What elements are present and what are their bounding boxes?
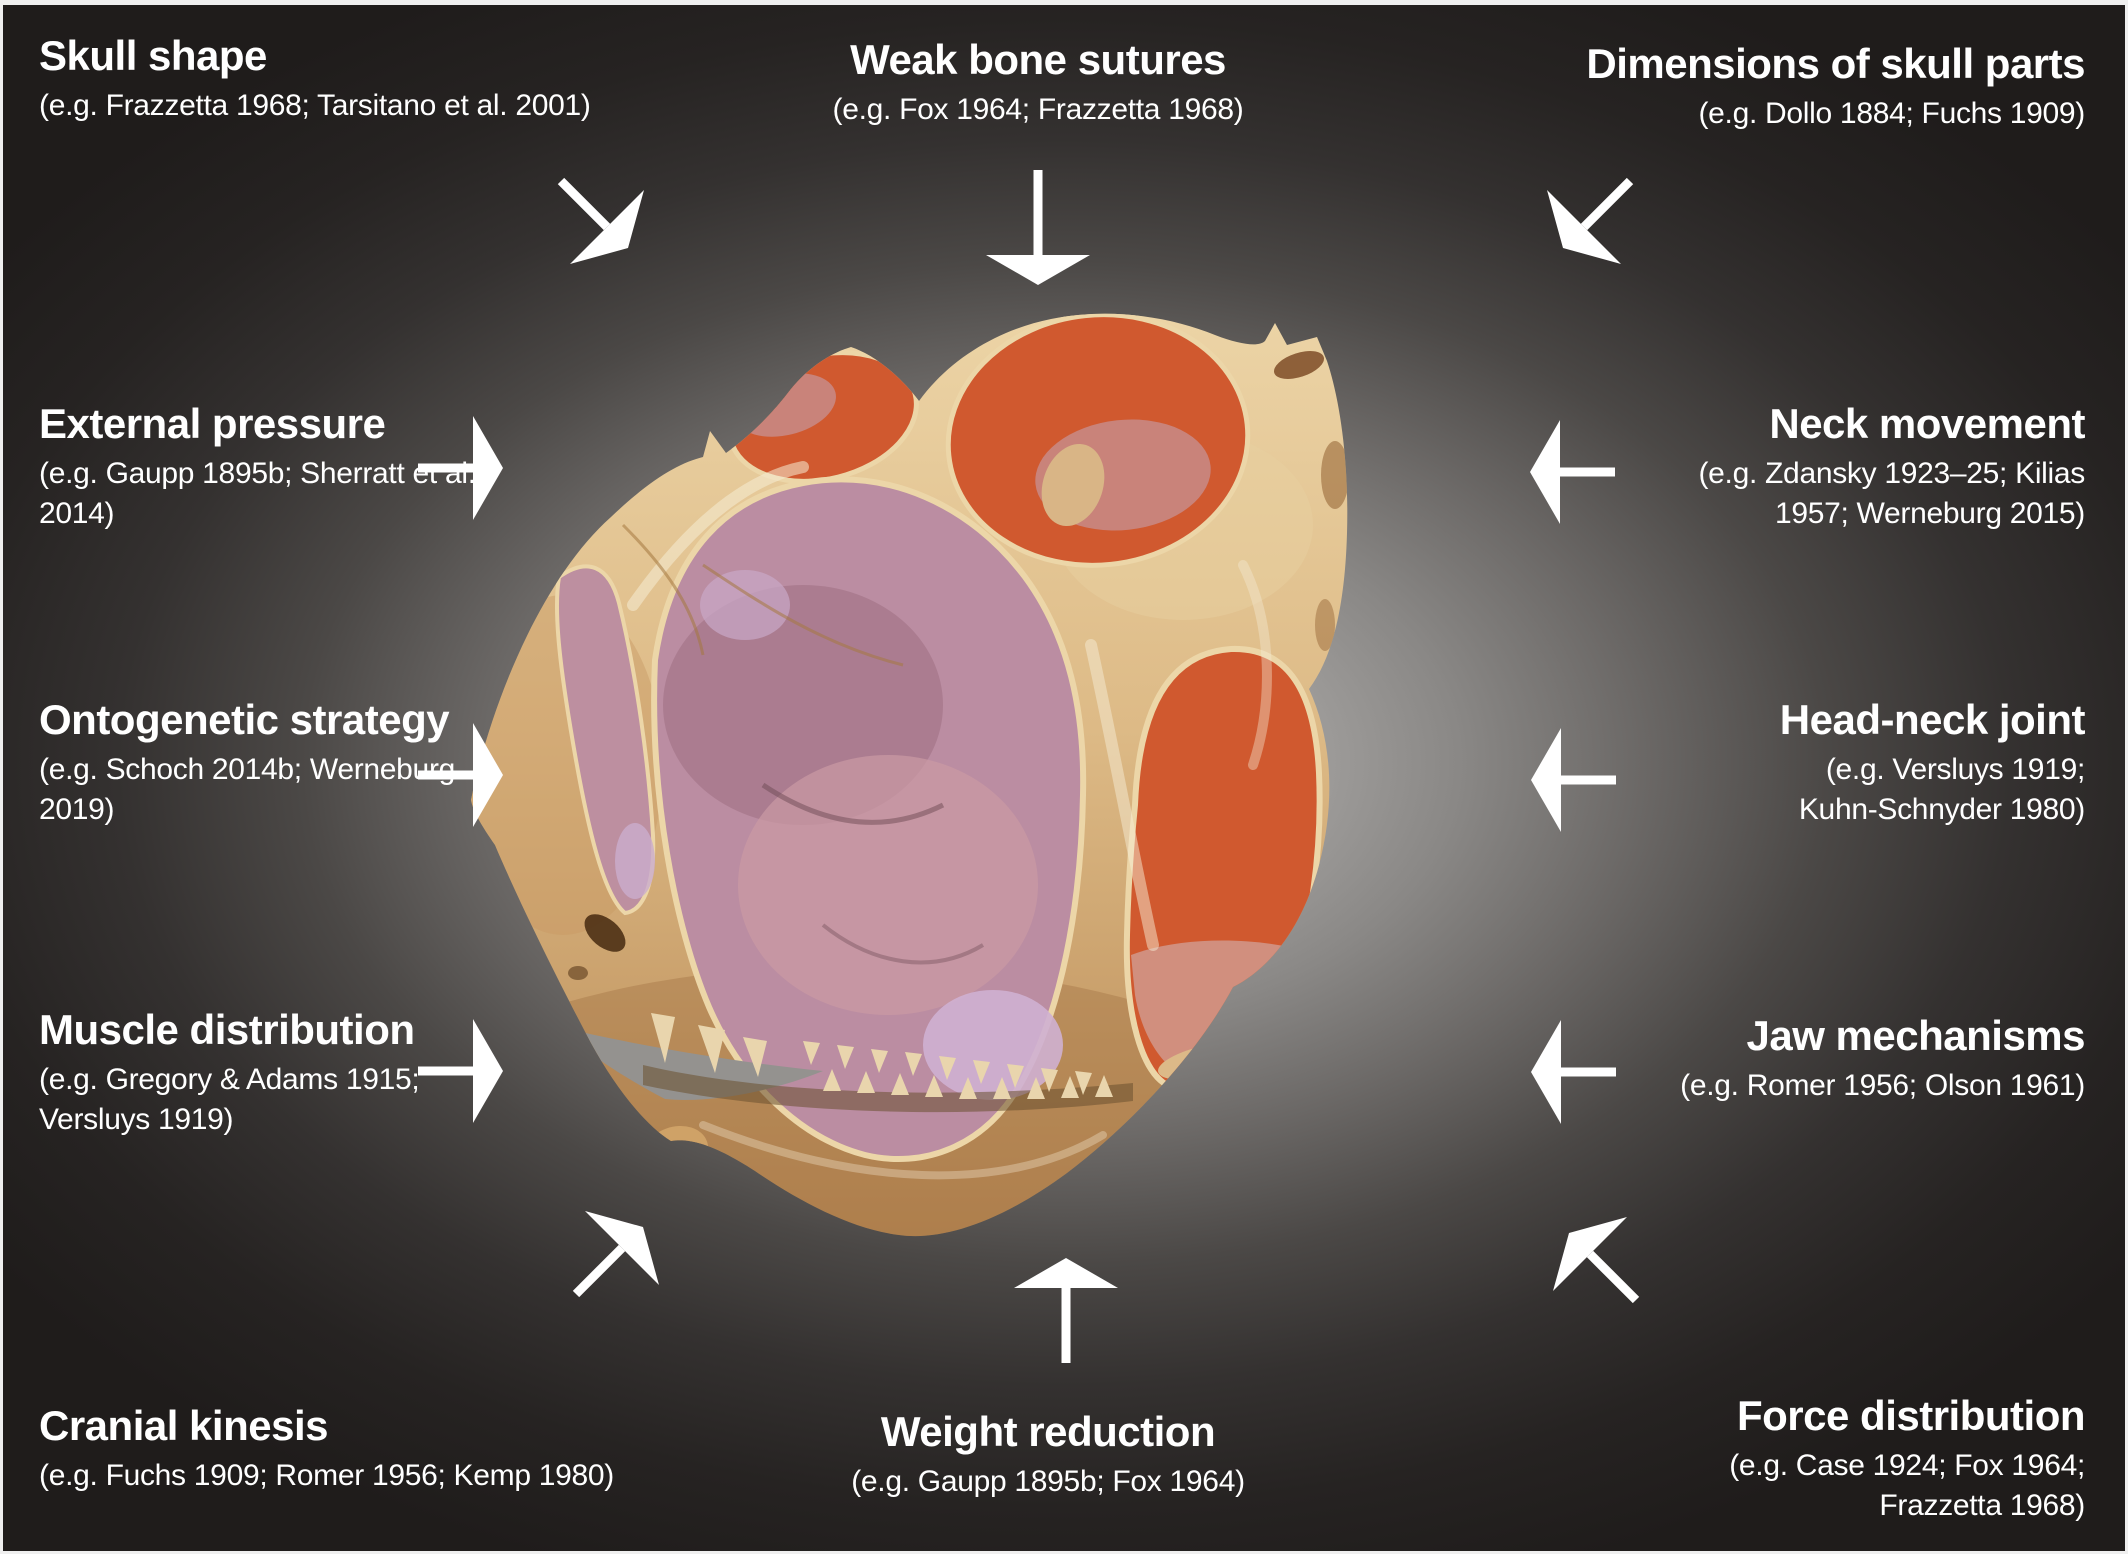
label-citation: (e.g. Schoch 2014b; Werneburg 2019): [39, 750, 455, 830]
skull-cranium: [471, 313, 1348, 1237]
label-weight-reduction: Weight reduction (e.g. Gaupp 1895b; Fox …: [851, 1407, 1245, 1502]
nostril-spot: [568, 966, 588, 980]
citation-line: (e.g. Zdansky 1923–25; Kilias: [1698, 457, 2085, 490]
label-title: Cranial kinesis: [39, 1402, 328, 1449]
label-force-distribution: Force distribution (e.g. Case 1924; Fox …: [1729, 1391, 2085, 1526]
arrow-jaw-mechanisms: [1531, 1020, 1616, 1124]
snout-shading: [471, 595, 663, 935]
back-patch: [1321, 441, 1348, 509]
citation-line: 1957; Werneburg 2015): [1774, 497, 2085, 530]
label-citation: (e.g. Frazzetta 1968; Tarsitano et al. 2…: [39, 86, 591, 126]
label-external-pressure: External pressure (e.g. Gaupp 1895b; She…: [39, 399, 476, 534]
citation-line: (e.g. Versluys 1919;: [1825, 753, 2085, 786]
citation-line: 2014): [39, 497, 115, 530]
occiput-patch: [1273, 351, 1325, 379]
dome-light: [1053, 430, 1313, 620]
upper-temporal-fenestra-left: [727, 350, 919, 484]
label-title: Weak bone sutures: [850, 36, 1226, 83]
label-neck-movement: Neck movement (e.g. Zdansky 1923–25; Kil…: [1698, 399, 2085, 534]
teeth: [651, 1013, 1113, 1099]
label-skull-shape: Skull shape (e.g. Frazzetta 1968; Tarsit…: [39, 31, 591, 126]
citation-line: (e.g. Fox 1964; Frazzetta 1968): [832, 93, 1244, 126]
label-dimensions-of-skull-parts: Dimensions of skull parts (e.g. Dollo 18…: [1586, 39, 2085, 134]
label-citation: (e.g. Case 1924; Fox 1964; Frazzetta 196…: [1729, 1446, 2085, 1526]
label-title: Neck movement: [1769, 400, 2085, 447]
label-title: Skull shape: [39, 32, 267, 79]
arrow-cranial-kinesis: [572, 1211, 659, 1298]
orbit: [651, 476, 1087, 1163]
arrow-weight-reduction: [1014, 1258, 1118, 1363]
citation-line: (e.g. Case 1924; Fox 1964;: [1729, 1449, 2085, 1482]
label-muscle-distribution: Muscle distribution (e.g. Gregory & Adam…: [39, 1005, 420, 1140]
citation-line: Frazzetta 1968): [1879, 1489, 2085, 1522]
citation-line: (e.g. Gaupp 1895b; Sherratt et al.: [39, 457, 476, 490]
label-head-neck-joint: Head-neck joint (e.g. Versluys 1919; Kuh…: [1779, 695, 2086, 830]
jaw-dark-spot: [635, 1181, 675, 1205]
label-citation: (e.g. Gregory & Adams 1915; Versluys 191…: [39, 1060, 420, 1140]
citation-line: (e.g. Romer 1956; Olson 1961): [1680, 1069, 2085, 1102]
bone-highlights: [627, 461, 1272, 1180]
label-weak-bone-sutures: Weak bone sutures (e.g. Fox 1964; Frazze…: [833, 35, 1244, 130]
citation-line: Versluys 1919): [39, 1103, 234, 1136]
lateral-temporal-fenestra: [1123, 645, 1323, 1094]
label-title: Weight reduction: [880, 1408, 1216, 1455]
label-cranial-kinesis: Cranial kinesis (e.g. Fuchs 1909; Romer …: [39, 1401, 614, 1496]
citation-line: (e.g. Gregory & Adams 1915;: [39, 1063, 420, 1096]
label-jaw-mechanisms: Jaw mechanisms (e.g. Romer 1956; Olson 1…: [1680, 1011, 2085, 1106]
label-title: Force distribution: [1737, 1392, 2085, 1439]
upper-temporal-fenestra-right: [945, 313, 1251, 568]
jaw-crack: [643, 1065, 1133, 1113]
label-title: Head-neck joint: [1779, 696, 2086, 743]
label-citation: (e.g. Romer 1956; Olson 1961): [1680, 1066, 2085, 1106]
label-title: Dimensions of skull parts: [1586, 40, 2085, 87]
mouth-gap: [559, 1027, 823, 1100]
citation-line: (e.g. Dollo 1884; Fuchs 1909): [1698, 97, 2085, 130]
jaw-knob: [641, 1125, 709, 1181]
citation-line: (e.g. Gaupp 1895b; Fox 1964): [851, 1465, 1245, 1498]
nasal-opening: [554, 564, 656, 916]
arrow-neck-movement: [1530, 420, 1615, 524]
label-title: External pressure: [39, 400, 386, 447]
label-citation: (e.g. Fuchs 1909; Romer 1956; Kemp 1980): [39, 1456, 614, 1496]
arrow-force-distribution: [1553, 1217, 1640, 1304]
label-citation: (e.g. Versluys 1919; Kuhn-Schnyder 1980): [1780, 750, 2085, 830]
label-citation: (e.g. Gaupp 1895b; Fox 1964): [851, 1462, 1245, 1502]
tuatara-skull: [471, 313, 1348, 1237]
jaw-shading: [471, 965, 1348, 1237]
bone-cracks: [621, 523, 904, 667]
nostril: [584, 914, 626, 952]
citation-line: Kuhn-Schnyder 1980): [1798, 793, 2085, 826]
arrow-head-neck-joint: [1531, 728, 1616, 832]
label-citation: (e.g. Fox 1964; Frazzetta 1968): [833, 90, 1244, 130]
label-citation: (e.g. Zdansky 1923–25; Kilias 1957; Wern…: [1698, 454, 2085, 534]
citation-line: (e.g. Frazzetta 1968; Tarsitano et al. 2…: [39, 89, 591, 122]
arrow-skull-shape: [557, 177, 644, 264]
label-citation: (e.g. Gaupp 1895b; Sherratt et al. 2014): [39, 454, 476, 534]
arrow-muscle-distribution: [418, 1019, 503, 1123]
arrow-weak-bone-sutures: [986, 170, 1090, 285]
label-title: Jaw mechanisms: [1746, 1012, 2085, 1059]
citation-line: (e.g. Schoch 2014b; Werneburg: [39, 753, 456, 786]
label-title: Ontogenetic strategy: [39, 696, 450, 743]
back-patch-2: [1315, 599, 1335, 651]
citation-line: 2019): [39, 793, 115, 826]
label-title: Muscle distribution: [39, 1006, 415, 1053]
citation-line: (e.g. Fuchs 1909; Romer 1956; Kemp 1980): [39, 1459, 614, 1492]
arrow-dimensions-of-skull-parts: [1547, 177, 1634, 264]
label-citation: (e.g. Dollo 1884; Fuchs 1909): [1586, 94, 2085, 134]
label-ontogenetic-strategy: Ontogenetic strategy (e.g. Schoch 2014b;…: [39, 695, 455, 830]
